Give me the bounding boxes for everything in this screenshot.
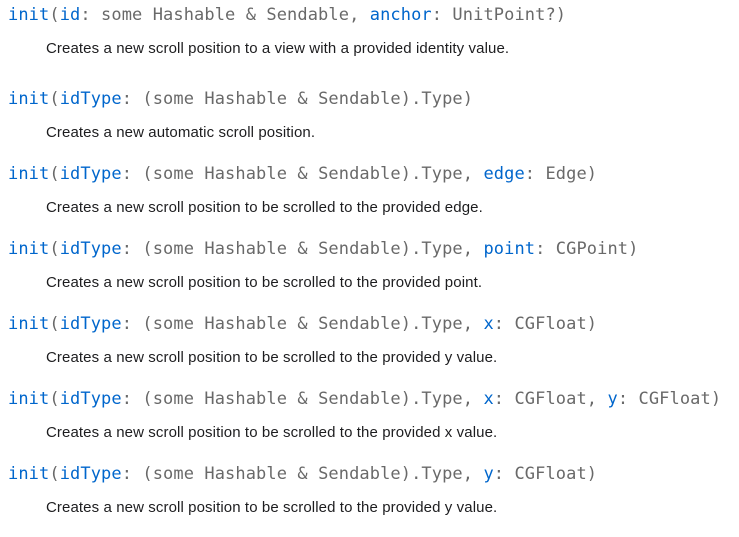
init-signature-link[interactable]: init(idType: (some Hashable & Sendable).…: [8, 161, 739, 187]
init-description: Creates a new scroll position to be scro…: [46, 424, 498, 441]
code-token-gray: : Edge): [524, 164, 598, 184]
init-description: Creates a new scroll position to be scro…: [46, 274, 483, 291]
code-token-gray: : CGFloat): [617, 389, 722, 409]
code-token-blue: init: [8, 5, 50, 25]
code-token-blue: point: [483, 239, 536, 259]
code-token-gray: (: [49, 464, 60, 484]
init-signature-link[interactable]: init(idType: (some Hashable & Sendable).…: [8, 386, 739, 412]
code-token-blue: idType: [59, 464, 122, 484]
code-token-blue: y: [607, 389, 618, 409]
init-description: Creates a new scroll position to a view …: [46, 40, 510, 57]
code-token-blue: idType: [59, 164, 122, 184]
init-entry: init(id: some Hashable & Sendable, ancho…: [8, 2, 739, 59]
code-token-blue: init: [8, 89, 50, 109]
code-token-gray: (: [49, 314, 60, 334]
init-entry: init(idType: (some Hashable & Sendable).…: [8, 86, 739, 143]
code-token-gray: : (some Hashable & Sendable).Type,: [121, 464, 484, 484]
init-entry: init(idType: (some Hashable & Sendable).…: [8, 386, 739, 443]
code-token-blue: init: [8, 164, 50, 184]
code-token-gray: : (some Hashable & Sendable).Type): [121, 89, 474, 109]
code-token-blue: y: [483, 464, 494, 484]
code-token-gray: (: [49, 164, 60, 184]
code-token-blue: x: [483, 389, 494, 409]
init-signature-link[interactable]: init(idType: (some Hashable & Sendable).…: [8, 86, 739, 112]
code-token-blue: idType: [59, 314, 122, 334]
init-description: Creates a new automatic scroll position.: [46, 124, 316, 141]
init-description: Creates a new scroll position to be scro…: [46, 499, 498, 516]
code-token-blue: init: [8, 239, 50, 259]
code-token-blue: init: [8, 464, 50, 484]
code-token-gray: : CGPoint): [535, 239, 639, 259]
code-token-blue: anchor: [369, 5, 432, 25]
code-token-gray: : CGFloat,: [493, 389, 608, 409]
code-token-gray: : CGFloat): [493, 314, 598, 334]
code-token-blue: init: [8, 314, 50, 334]
code-token-gray: (: [49, 389, 60, 409]
init-description: Creates a new scroll position to be scro…: [46, 199, 483, 216]
code-token-gray: : (some Hashable & Sendable).Type,: [121, 164, 484, 184]
code-token-gray: (: [49, 239, 60, 259]
init-entry: init(idType: (some Hashable & Sendable).…: [8, 311, 739, 368]
code-token-blue: idType: [59, 239, 122, 259]
code-token-blue: id: [59, 5, 81, 25]
code-token-gray: : CGFloat): [493, 464, 598, 484]
code-token-blue: idType: [59, 389, 122, 409]
init-entry: init(idType: (some Hashable & Sendable).…: [8, 461, 739, 518]
code-token-gray: : (some Hashable & Sendable).Type,: [121, 389, 484, 409]
init-signature-link[interactable]: init(idType: (some Hashable & Sendable).…: [8, 311, 739, 337]
code-token-gray: : UnitPoint?): [431, 5, 567, 25]
init-description: Creates a new scroll position to be scro…: [46, 349, 498, 366]
code-token-blue: x: [483, 314, 494, 334]
init-signature-link[interactable]: init(idType: (some Hashable & Sendable).…: [8, 236, 739, 262]
code-token-gray: (: [49, 5, 60, 25]
init-entry: init(idType: (some Hashable & Sendable).…: [8, 236, 739, 293]
init-list: init(id: some Hashable & Sendable, ancho…: [8, 2, 739, 518]
code-token-gray: : (some Hashable & Sendable).Type,: [121, 314, 484, 334]
init-entry: init(idType: (some Hashable & Sendable).…: [8, 161, 739, 218]
code-token-blue: init: [8, 389, 50, 409]
code-token-gray: : (some Hashable & Sendable).Type,: [121, 239, 484, 259]
code-token-gray: : some Hashable & Sendable,: [80, 5, 370, 25]
code-token-gray: (: [49, 89, 60, 109]
init-signature-link[interactable]: init(id: some Hashable & Sendable, ancho…: [8, 2, 739, 28]
code-token-blue: edge: [483, 164, 525, 184]
init-signature-link[interactable]: init(idType: (some Hashable & Sendable).…: [8, 461, 739, 487]
code-token-blue: idType: [59, 89, 122, 109]
